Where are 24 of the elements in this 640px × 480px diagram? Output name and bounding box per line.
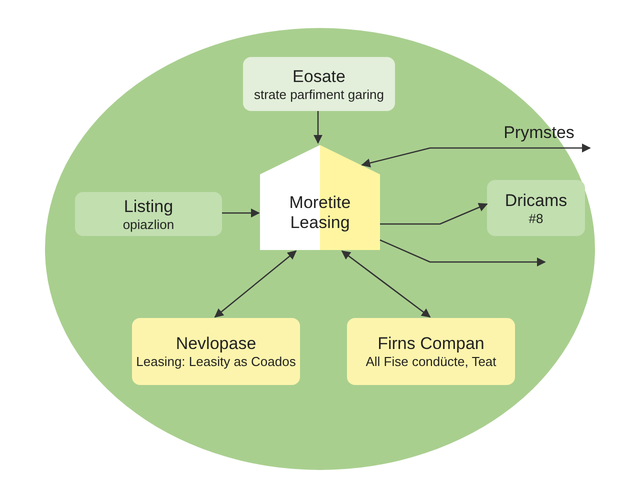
node-title: Dricams	[504, 190, 568, 210]
node-title: Nevlopase	[176, 334, 256, 354]
node-text: opiazlion	[122, 216, 174, 232]
node-title: Firns Compan	[378, 334, 484, 354]
node-text: Leasing: Leasity as Coados	[136, 354, 296, 369]
house-shape	[260, 145, 380, 250]
arrow	[341, 250, 431, 318]
process-box	[132, 318, 300, 385]
arrow	[380, 203, 488, 225]
node-title: Moretite Leasing	[288, 192, 352, 232]
arrow	[214, 250, 297, 318]
process-box	[75, 192, 222, 236]
process-box	[347, 318, 515, 385]
arrow	[222, 208, 260, 218]
process-box	[243, 57, 395, 111]
arrow	[313, 111, 323, 144]
node-text: #8	[528, 210, 544, 226]
arrow	[380, 239, 546, 267]
process-box	[487, 180, 585, 236]
node-text: All Fise condücte, Teat	[366, 354, 496, 369]
node-title: Listing	[124, 196, 174, 216]
node-text: strate parfiment garing	[254, 86, 384, 102]
node-title: Eosate	[292, 66, 346, 86]
arrow	[361, 143, 591, 168]
